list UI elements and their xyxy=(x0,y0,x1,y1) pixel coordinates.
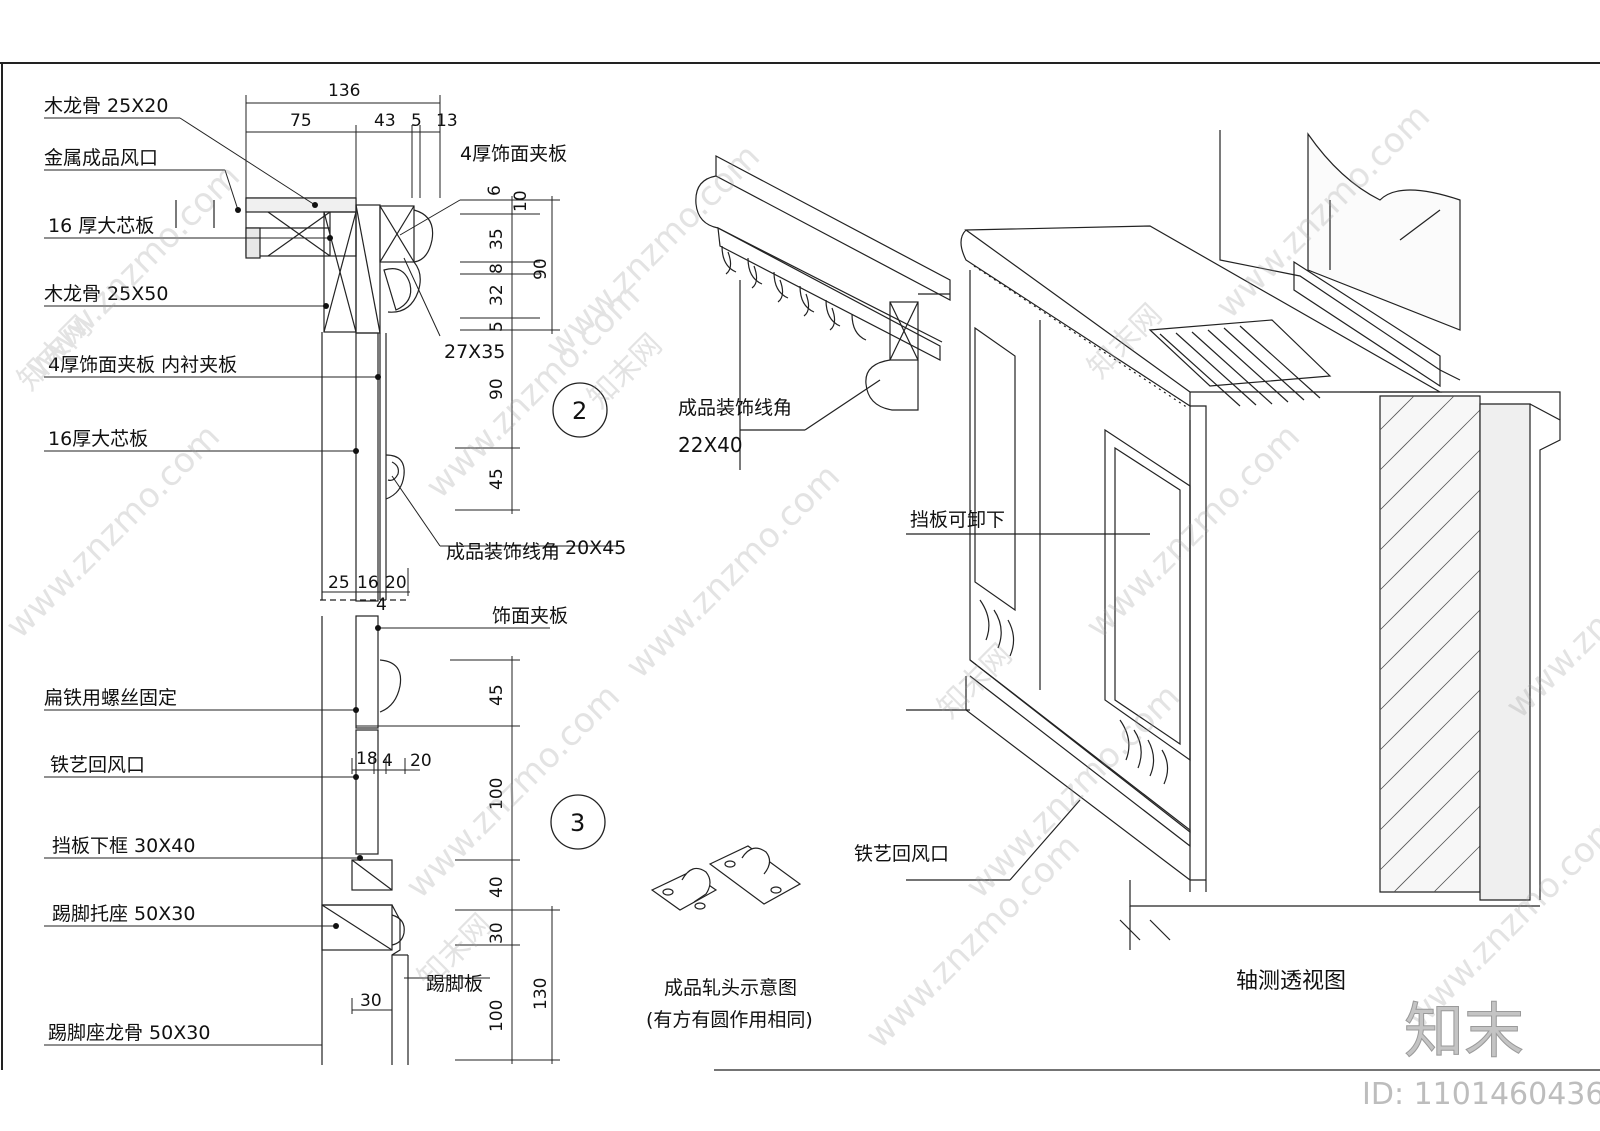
label-flat-iron: 扁铁用螺丝固定 xyxy=(44,687,177,709)
leader-dots xyxy=(235,202,381,929)
axonometric-drawing xyxy=(906,130,1561,950)
label-size-22x40: 22X40 xyxy=(678,433,743,457)
brand-logo: 知末 xyxy=(1404,997,1524,1067)
label-metal-vent: 金属成品风口 xyxy=(44,147,158,169)
dim-45-mid: 45 xyxy=(487,468,507,490)
watermark-text: www.znzmo.com xyxy=(538,136,768,366)
label-moulding-20x45: 成品装饰线角 xyxy=(446,541,560,563)
dim-35: 35 xyxy=(487,228,507,250)
label-skirting-keel: 踢脚座龙骨 50X30 xyxy=(48,1022,210,1044)
dim-32: 32 xyxy=(487,284,507,306)
section-labels: 4厚饰面夹板 27X35 成品装饰线角 20X45 饰面夹板 踢脚板 xyxy=(426,143,626,995)
label-skirting-bracket: 踢脚托座 50X30 xyxy=(52,903,195,925)
moulding-labels: 成品装饰线角 22X40 xyxy=(678,397,792,457)
catch-caption: 成品轧头示意图 (有方有圆作用相同) xyxy=(646,977,813,1031)
dim-10: 10 xyxy=(511,190,531,212)
dim-20-lower: 20 xyxy=(410,751,432,771)
section-marks: 2 3 xyxy=(550,382,608,850)
perspective-title: 轴测透视图 xyxy=(1236,969,1346,994)
catch-caption-line2: (有方有圆作用相同) xyxy=(646,1009,813,1031)
label-4mm-veneer-top: 4厚饰面夹板 xyxy=(460,143,567,165)
dim-75: 75 xyxy=(290,111,312,131)
label-moulding-22x40: 成品装饰线角 xyxy=(678,397,792,419)
left-labels: 木龙骨 25X20 金属成品风口 16 厚大芯板 木龙骨 25X50 4厚饰面夹… xyxy=(44,95,237,1044)
dimension-texts: 136 75 43 5 13 6 10 35 8 32 5 90 90 45 2… xyxy=(290,81,551,1032)
watermark-text: www.znzmo.com xyxy=(618,456,848,686)
watermark-text: www.znzmo.com xyxy=(958,676,1188,906)
label-veneer: 饰面夹板 xyxy=(492,605,568,627)
dim-8: 8 xyxy=(487,263,507,274)
moulding-detail-drawing xyxy=(695,155,951,470)
dim-30: 30 xyxy=(360,991,382,1011)
dim-18: 18 xyxy=(356,749,378,769)
label-16-blockboard: 16 厚大芯板 xyxy=(48,215,154,237)
label-return-vent-persp: 铁艺回风口 xyxy=(854,843,949,865)
leader-lines xyxy=(44,117,620,1046)
dim-40: 40 xyxy=(487,876,507,898)
dim-136: 136 xyxy=(328,81,360,101)
dim-20: 20 xyxy=(385,573,407,593)
dim-90-mid: 90 xyxy=(487,378,507,400)
dim-100-lower: 100 xyxy=(487,1000,507,1032)
dim-25: 25 xyxy=(328,573,350,593)
dim-43: 43 xyxy=(374,111,396,131)
dim-13: 13 xyxy=(436,111,458,131)
label-panel-lower-frame: 挡板下框 30X40 xyxy=(52,835,195,857)
axonometric-labels: 挡板可卸下 铁艺回风口 轴测透视图 xyxy=(854,509,1346,994)
wall-hatch xyxy=(1379,395,1481,893)
section-mark-2-circle xyxy=(552,382,608,438)
dim-5: 5 xyxy=(411,111,422,131)
label-size-20x45: 20X45 xyxy=(565,537,626,559)
section-mark-3: 3 xyxy=(570,809,585,837)
section-mark-2: 2 xyxy=(572,397,587,425)
dim-45-lower: 45 xyxy=(487,684,507,706)
label-skirting-board: 踢脚板 xyxy=(426,973,483,995)
section-detail-drawing xyxy=(175,197,434,1065)
brand: 知末 ID: 1101460436 xyxy=(1362,997,1600,1113)
dim-4: 4 xyxy=(376,595,387,615)
brand-id: ID: 1101460436 xyxy=(1362,1077,1600,1112)
label-16-blockboard-2: 16厚大芯板 xyxy=(48,428,148,450)
dim-4-lower: 4 xyxy=(382,751,393,771)
dim-130: 130 xyxy=(531,978,551,1010)
dim-90-upper: 90 xyxy=(531,258,551,280)
label-veneer-lining: 4厚饰面夹板 内衬夹板 xyxy=(48,354,237,376)
watermark-text-cn: 知末网 xyxy=(1081,297,1169,385)
label-panel-removable: 挡板可卸下 xyxy=(910,509,1005,531)
label-27x35: 27X35 xyxy=(444,341,505,363)
dim-30-right: 30 xyxy=(487,922,507,944)
label-iron-return-vent: 铁艺回风口 xyxy=(50,754,145,776)
section-mark-3-circle xyxy=(550,794,606,850)
watermark-text: www.znzmo.com xyxy=(1078,416,1308,646)
dim-5-right: 5 xyxy=(487,321,507,332)
label-wood-keel-25x20: 木龙骨 25X20 xyxy=(44,95,168,117)
sheet-border xyxy=(0,62,1600,1071)
dimension-lines xyxy=(245,95,560,1064)
catch-caption-line1: 成品轧头示意图 xyxy=(664,977,797,999)
catch-illustration xyxy=(650,845,802,911)
watermark-text-cn: 知末网 xyxy=(931,637,1019,725)
dim-6: 6 xyxy=(485,185,505,196)
label-wood-keel-25x50: 木龙骨 25X50 xyxy=(44,283,168,305)
dim-100: 100 xyxy=(487,778,507,810)
watermark-text: www.znzmo.com xyxy=(398,676,628,906)
dim-16: 16 xyxy=(357,573,379,593)
